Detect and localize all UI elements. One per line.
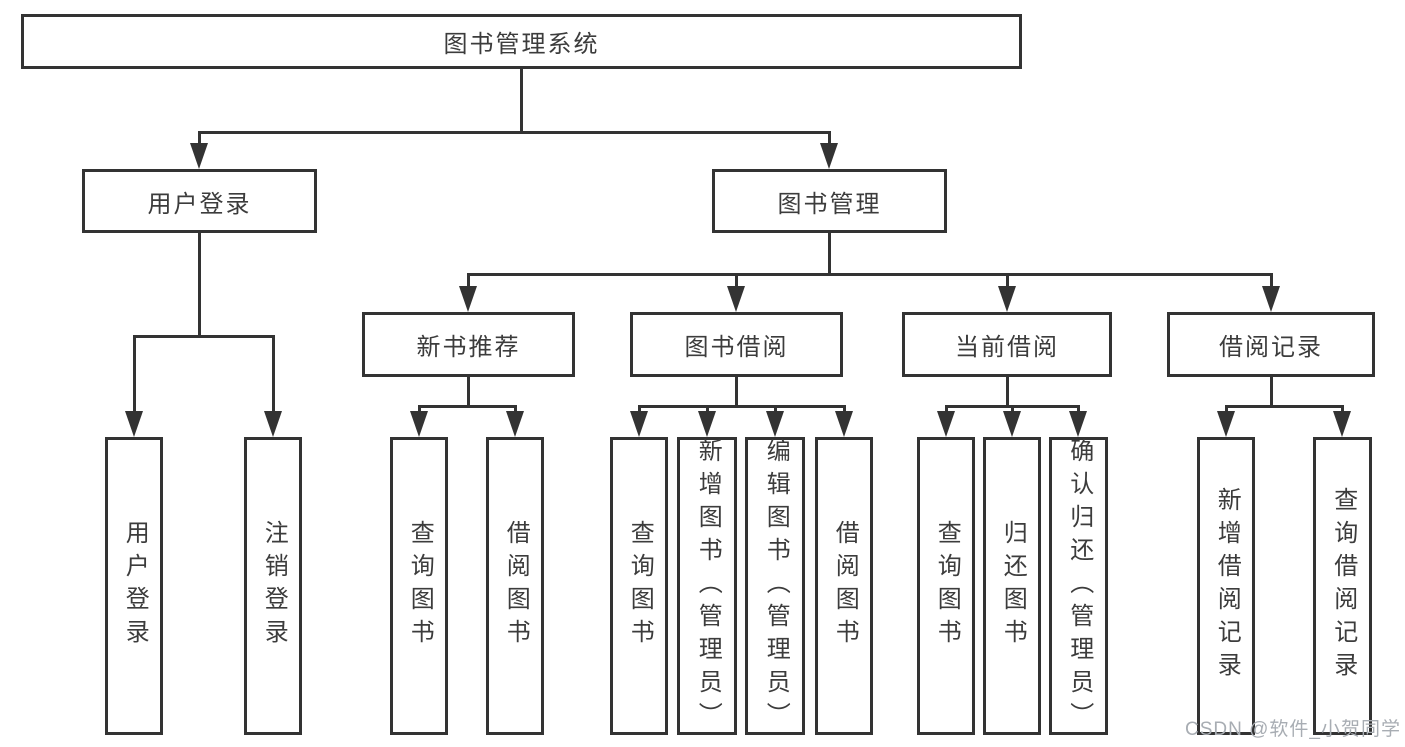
- leaf-query-book-2-label: 查询图书: [626, 520, 654, 652]
- connector-new-book-stem: [467, 377, 470, 408]
- node-book-borrow-label: 图书借阅: [684, 334, 789, 361]
- leaf-logout: 注销登录: [244, 437, 302, 735]
- node-book-borrow: 图书借阅: [630, 312, 843, 377]
- leaf-logout-label: 注销登录: [260, 520, 288, 652]
- leaf-query-borrow-record: 查询借阅记录: [1313, 437, 1372, 735]
- connector-borrow-rail: [638, 405, 846, 408]
- leaf-borrow-book-1: 借阅图书: [486, 437, 544, 735]
- node-root: 图书管理系统: [21, 14, 1022, 69]
- arrow-down-icon: [1003, 405, 1021, 437]
- connector-book-mgmt-stem: [828, 233, 831, 276]
- connector-record-stem: [1270, 377, 1273, 408]
- leaf-add-book-admin-label: 新增图书（管理员）: [694, 437, 722, 735]
- leaf-query-book-2: 查询图书: [610, 437, 668, 735]
- leaf-query-book-1: 查询图书: [390, 437, 448, 735]
- arrow-down-icon: [1069, 405, 1087, 437]
- arrow-down-icon: [1217, 405, 1235, 437]
- leaf-borrow-book-1-label: 借阅图书: [502, 520, 530, 652]
- node-borrow-record-label: 借阅记录: [1219, 334, 1323, 361]
- leaf-query-book-1-label: 查询图书: [406, 520, 434, 652]
- node-book-management: 图书管理: [712, 169, 947, 233]
- connector-record-rail: [1225, 405, 1344, 408]
- node-book-management-label: 图书管理: [777, 190, 882, 218]
- arrow-down-icon: [264, 335, 282, 437]
- arrow-down-icon: [820, 131, 838, 169]
- arrow-down-icon: [998, 273, 1016, 312]
- leaf-borrow-book-2: 借阅图书: [815, 437, 873, 735]
- leaf-user-login-label: 用户登录: [121, 520, 149, 652]
- arrow-down-icon: [937, 405, 955, 437]
- connector-user-login-stem: [198, 233, 201, 338]
- node-root-label: 图书管理系统: [443, 31, 600, 58]
- arrow-down-icon: [1333, 405, 1351, 437]
- arrow-down-icon: [630, 405, 648, 437]
- arrow-down-icon: [698, 405, 716, 437]
- connector-current-stem: [1006, 377, 1009, 408]
- arrow-down-icon: [1262, 273, 1280, 312]
- leaf-confirm-return-admin-label: 确认归还（管理员）: [1065, 437, 1093, 735]
- connector-root-stem: [520, 69, 523, 133]
- connector-level2-rail: [198, 131, 831, 134]
- arrow-down-icon: [190, 131, 208, 169]
- node-user-login: 用户登录: [82, 169, 317, 233]
- leaf-edit-book-admin: 编辑图书（管理员）: [745, 437, 805, 735]
- arrow-down-icon: [459, 273, 477, 312]
- connector-borrow-stem: [735, 377, 738, 408]
- leaf-return-book: 归还图书: [983, 437, 1041, 735]
- node-current-borrow-label: 当前借阅: [955, 334, 1059, 361]
- arrow-down-icon: [766, 405, 784, 437]
- leaf-query-borrow-record-label: 查询借阅记录: [1329, 487, 1357, 685]
- connector-new-book-rail: [418, 405, 516, 408]
- arrow-down-icon: [727, 273, 745, 312]
- leaf-user-login: 用户登录: [105, 437, 163, 735]
- arrow-down-icon: [410, 405, 428, 437]
- connector-user-login-rail: [133, 335, 275, 338]
- leaf-add-borrow-record: 新增借阅记录: [1197, 437, 1255, 735]
- leaf-edit-book-admin-label: 编辑图书（管理员）: [762, 437, 790, 735]
- leaf-return-book-label: 归还图书: [999, 520, 1027, 652]
- leaf-query-book-3-label: 查询图书: [933, 520, 961, 652]
- node-new-book-recommend: 新书推荐: [362, 312, 575, 377]
- arrow-down-icon: [125, 335, 143, 437]
- node-borrow-record: 借阅记录: [1167, 312, 1375, 377]
- connector-level3-rail: [467, 273, 1273, 276]
- arrow-down-icon: [506, 405, 524, 437]
- csdn-watermark: CSDN @软件_小贺同学: [1185, 719, 1401, 740]
- leaf-add-borrow-record-label: 新增借阅记录: [1213, 487, 1241, 685]
- leaf-add-book-admin: 新增图书（管理员）: [677, 437, 737, 735]
- arrow-down-icon: [835, 405, 853, 437]
- node-new-book-recommend-label: 新书推荐: [416, 334, 521, 361]
- leaf-query-book-3: 查询图书: [917, 437, 975, 735]
- leaf-borrow-book-2-label: 借阅图书: [831, 520, 859, 652]
- node-current-borrow: 当前借阅: [902, 312, 1112, 377]
- node-user-login-label: 用户登录: [147, 190, 252, 218]
- leaf-confirm-return-admin: 确认归还（管理员）: [1049, 437, 1108, 735]
